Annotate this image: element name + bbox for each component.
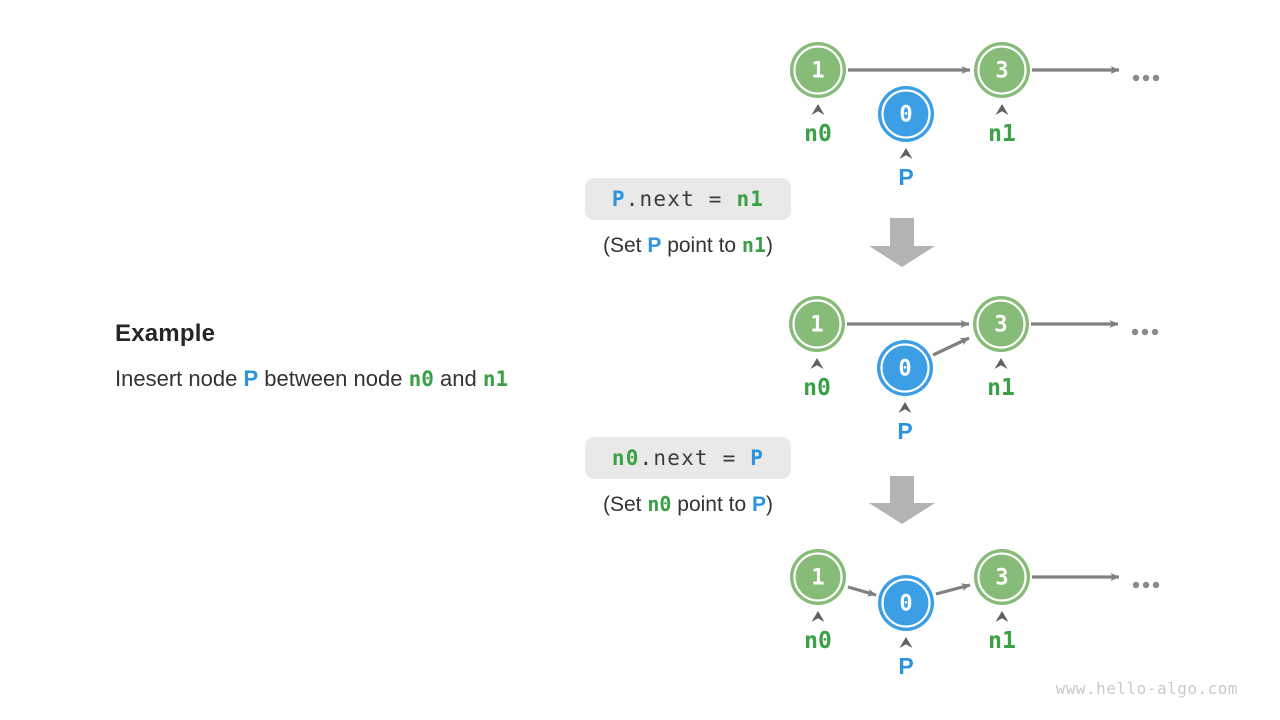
token: .next = [625, 187, 737, 211]
token: P [752, 493, 767, 516]
step-2: n0.next = P (Set n0 point to P) [585, 437, 791, 517]
token: n0 [647, 492, 672, 516]
example-block: Example Inesert node P between node n0 a… [115, 320, 508, 392]
pointer-caret-icon [898, 402, 912, 413]
node-inner-ring [977, 552, 1027, 602]
pointer-label-n0: n0 [803, 375, 831, 401]
list-node-3 [973, 296, 1029, 352]
list-after-p-next: 1 n0 0P 3 n1 [789, 296, 1159, 444]
token: P [611, 187, 626, 211]
node-value: 0 [898, 357, 911, 382]
token: point to [661, 234, 742, 257]
next-pointer-arrow [935, 583, 971, 596]
list-node-0 [878, 86, 934, 142]
node-value: 3 [995, 566, 1008, 591]
token: .next = [639, 446, 751, 470]
pointer-label-P: P [898, 653, 913, 679]
step-2-caption: (Set n0 point to P) [585, 492, 791, 517]
node-inner-ring [881, 89, 931, 139]
pointer-caret-icon [811, 611, 825, 622]
code-text: n0.next = P [612, 446, 764, 470]
node-inner-ring [977, 45, 1027, 95]
list-before-insert: 1 n0 0P 3 n1 [790, 42, 1160, 190]
watermark: www.hello-algo.com [1055, 679, 1238, 698]
node-inner-ring [793, 45, 843, 95]
list-node-1 [790, 42, 846, 98]
token: P [243, 366, 259, 391]
pointer-label-n0: n0 [804, 121, 832, 147]
ellipsis-dots [1132, 581, 1160, 589]
example-heading: Example [115, 320, 216, 347]
list-node-1 [790, 549, 846, 605]
pointer-caret-icon [899, 148, 913, 159]
flow-down-arrow-icon [869, 218, 935, 267]
pointer-caret-icon [995, 104, 1009, 115]
node-value: 3 [994, 313, 1007, 338]
token: ) [766, 234, 774, 257]
token: n1 [736, 187, 765, 211]
token: n1 [482, 367, 509, 391]
pointer-caret-icon [811, 104, 825, 115]
pointer-label-n0: n0 [804, 628, 832, 654]
next-pointer-arrow [932, 336, 970, 357]
pointer-caret-icon [994, 358, 1008, 369]
token: n0 [611, 446, 640, 470]
step-1: P.next = n1 (Set P point to n1) [585, 178, 791, 258]
token: point to [671, 493, 752, 516]
token: (Set [602, 234, 648, 257]
list-node-3 [974, 549, 1030, 605]
list-node-3 [974, 42, 1030, 98]
list-node-1 [789, 296, 845, 352]
pointer-caret-icon [995, 611, 1009, 622]
token: Inesert node [115, 366, 244, 391]
node-inner-ring [793, 552, 843, 602]
node-value: 1 [811, 566, 824, 591]
node-value: 1 [811, 59, 824, 84]
list-after-n0-next: 1 n0 0P 3 n1 [790, 549, 1160, 679]
ellipsis-dots [1132, 74, 1160, 82]
pointer-label-n1: n1 [988, 121, 1016, 147]
pointer-label-n1: n1 [988, 628, 1016, 654]
node-value: 0 [899, 103, 912, 128]
flow-down-arrow-icon [869, 476, 935, 524]
list-node-0 [877, 340, 933, 396]
step-1-caption: (Set P point to n1) [585, 233, 791, 258]
token: P [647, 234, 662, 257]
node-inner-ring [792, 299, 842, 349]
node-inner-ring [881, 578, 931, 628]
node-inner-ring [976, 299, 1026, 349]
pointer-label-P: P [897, 418, 912, 444]
node-value: 3 [995, 59, 1008, 84]
list-node-0 [878, 575, 934, 631]
node-value: 0 [899, 592, 912, 617]
token: between node [258, 366, 409, 391]
token: n1 [741, 233, 767, 257]
token: P [750, 446, 765, 470]
node-value: 1 [810, 313, 823, 338]
pointer-label-n1: n1 [987, 375, 1015, 401]
example-sentence: Inesert node P between node n0 and n1 [115, 366, 508, 392]
token: (Set [602, 493, 648, 516]
code-snippet-n0-next: n0.next = P [585, 437, 791, 479]
token: and [433, 366, 483, 391]
pointer-label-P: P [898, 164, 913, 190]
next-pointer-arrow [847, 585, 877, 597]
token: ) [766, 493, 774, 516]
ellipsis-dots [1131, 328, 1159, 336]
node-inner-ring [880, 343, 930, 393]
token: n0 [408, 367, 434, 391]
pointer-caret-icon [899, 637, 913, 648]
code-text: P.next = n1 [612, 187, 764, 211]
code-snippet-p-next: P.next = n1 [585, 178, 791, 220]
pointer-caret-icon [810, 358, 824, 369]
